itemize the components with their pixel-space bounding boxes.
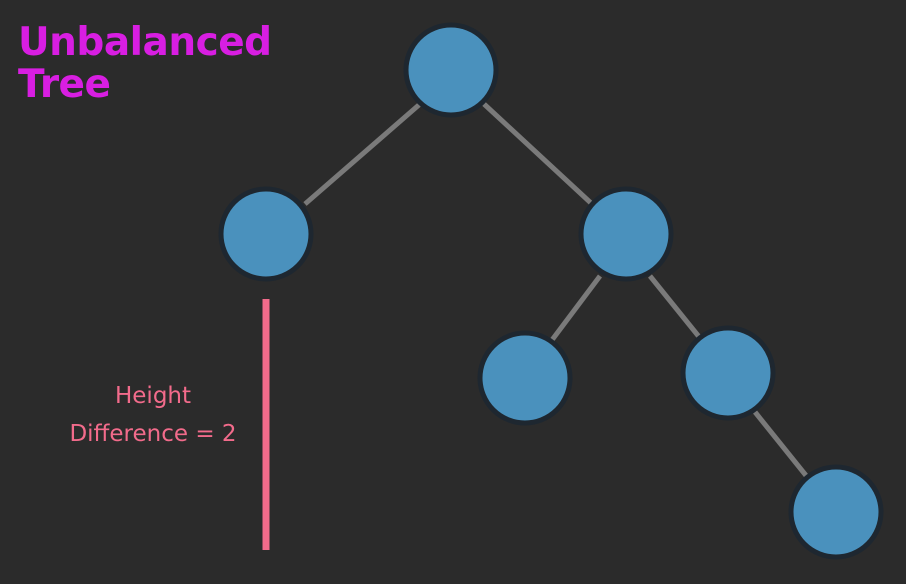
diagram-title-line-2: Tree xyxy=(18,62,111,107)
edge-rightright-deepest xyxy=(753,410,810,480)
edge-right-rightright xyxy=(648,274,702,340)
diagram-title: Unbalanced Tree xyxy=(18,22,272,106)
height-difference-label: Height Difference = 2 xyxy=(18,377,288,453)
tree-node-right-left xyxy=(477,330,573,426)
edge-root-right xyxy=(482,102,594,206)
edge-right-rightleft xyxy=(550,274,602,342)
tree-node-right-right xyxy=(680,325,776,421)
height-difference-label-line-2: Difference = 2 xyxy=(69,421,237,447)
edge-root-left xyxy=(303,102,422,206)
tree-node-root xyxy=(403,22,499,118)
tree-node-right xyxy=(578,186,674,282)
height-difference-label-line-1: Height xyxy=(114,383,192,409)
tree-node-left xyxy=(218,186,314,282)
tree-node-deepest xyxy=(788,464,884,560)
diagram-title-line-1: Unbalanced xyxy=(18,20,272,65)
